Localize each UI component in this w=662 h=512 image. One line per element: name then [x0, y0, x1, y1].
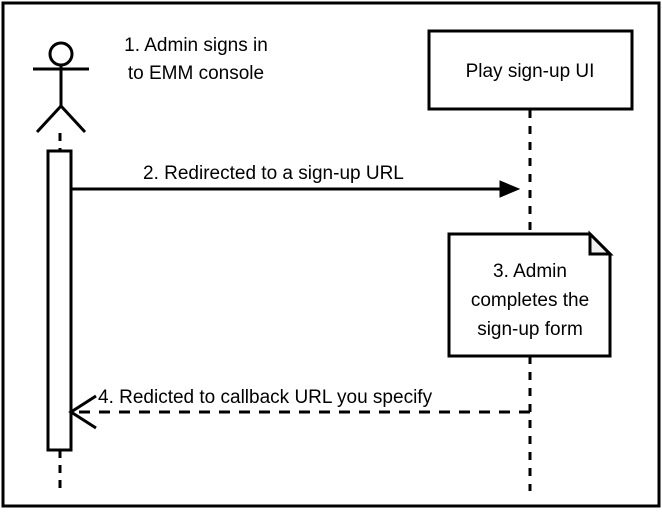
actor-activation-bar — [46, 149, 73, 452]
actor-label-line1: 1. Admin signs in — [124, 35, 268, 56]
note-admin-completes-form: 3. Admin completes the sign-up form — [447, 230, 614, 358]
actor-leg-right-icon — [59, 104, 87, 134]
actor-label-line2: to EMM console — [128, 63, 264, 84]
note-line2: completes the — [471, 290, 589, 311]
message-4-arrowhead-icon — [68, 394, 97, 430]
participant-label: Play sign-up UI — [466, 61, 595, 82]
message-4-label: 4. Redicted to callback URL you specify — [98, 387, 433, 408]
note-line1: 3. Admin — [493, 261, 567, 282]
note-folded-corner-icon — [588, 230, 614, 256]
actor-leg-left-icon — [35, 104, 63, 134]
note-body-shape — [447, 232, 612, 358]
note-line3: sign-up form — [477, 319, 583, 340]
actor-stick-figure — [33, 41, 89, 134]
message-2-arrowhead-icon — [499, 180, 521, 198]
participant-box-play-signup-ui — [427, 29, 634, 111]
message-2-label: 2. Redirected to a sign-up URL — [143, 163, 404, 184]
actor-head-icon — [48, 41, 74, 67]
